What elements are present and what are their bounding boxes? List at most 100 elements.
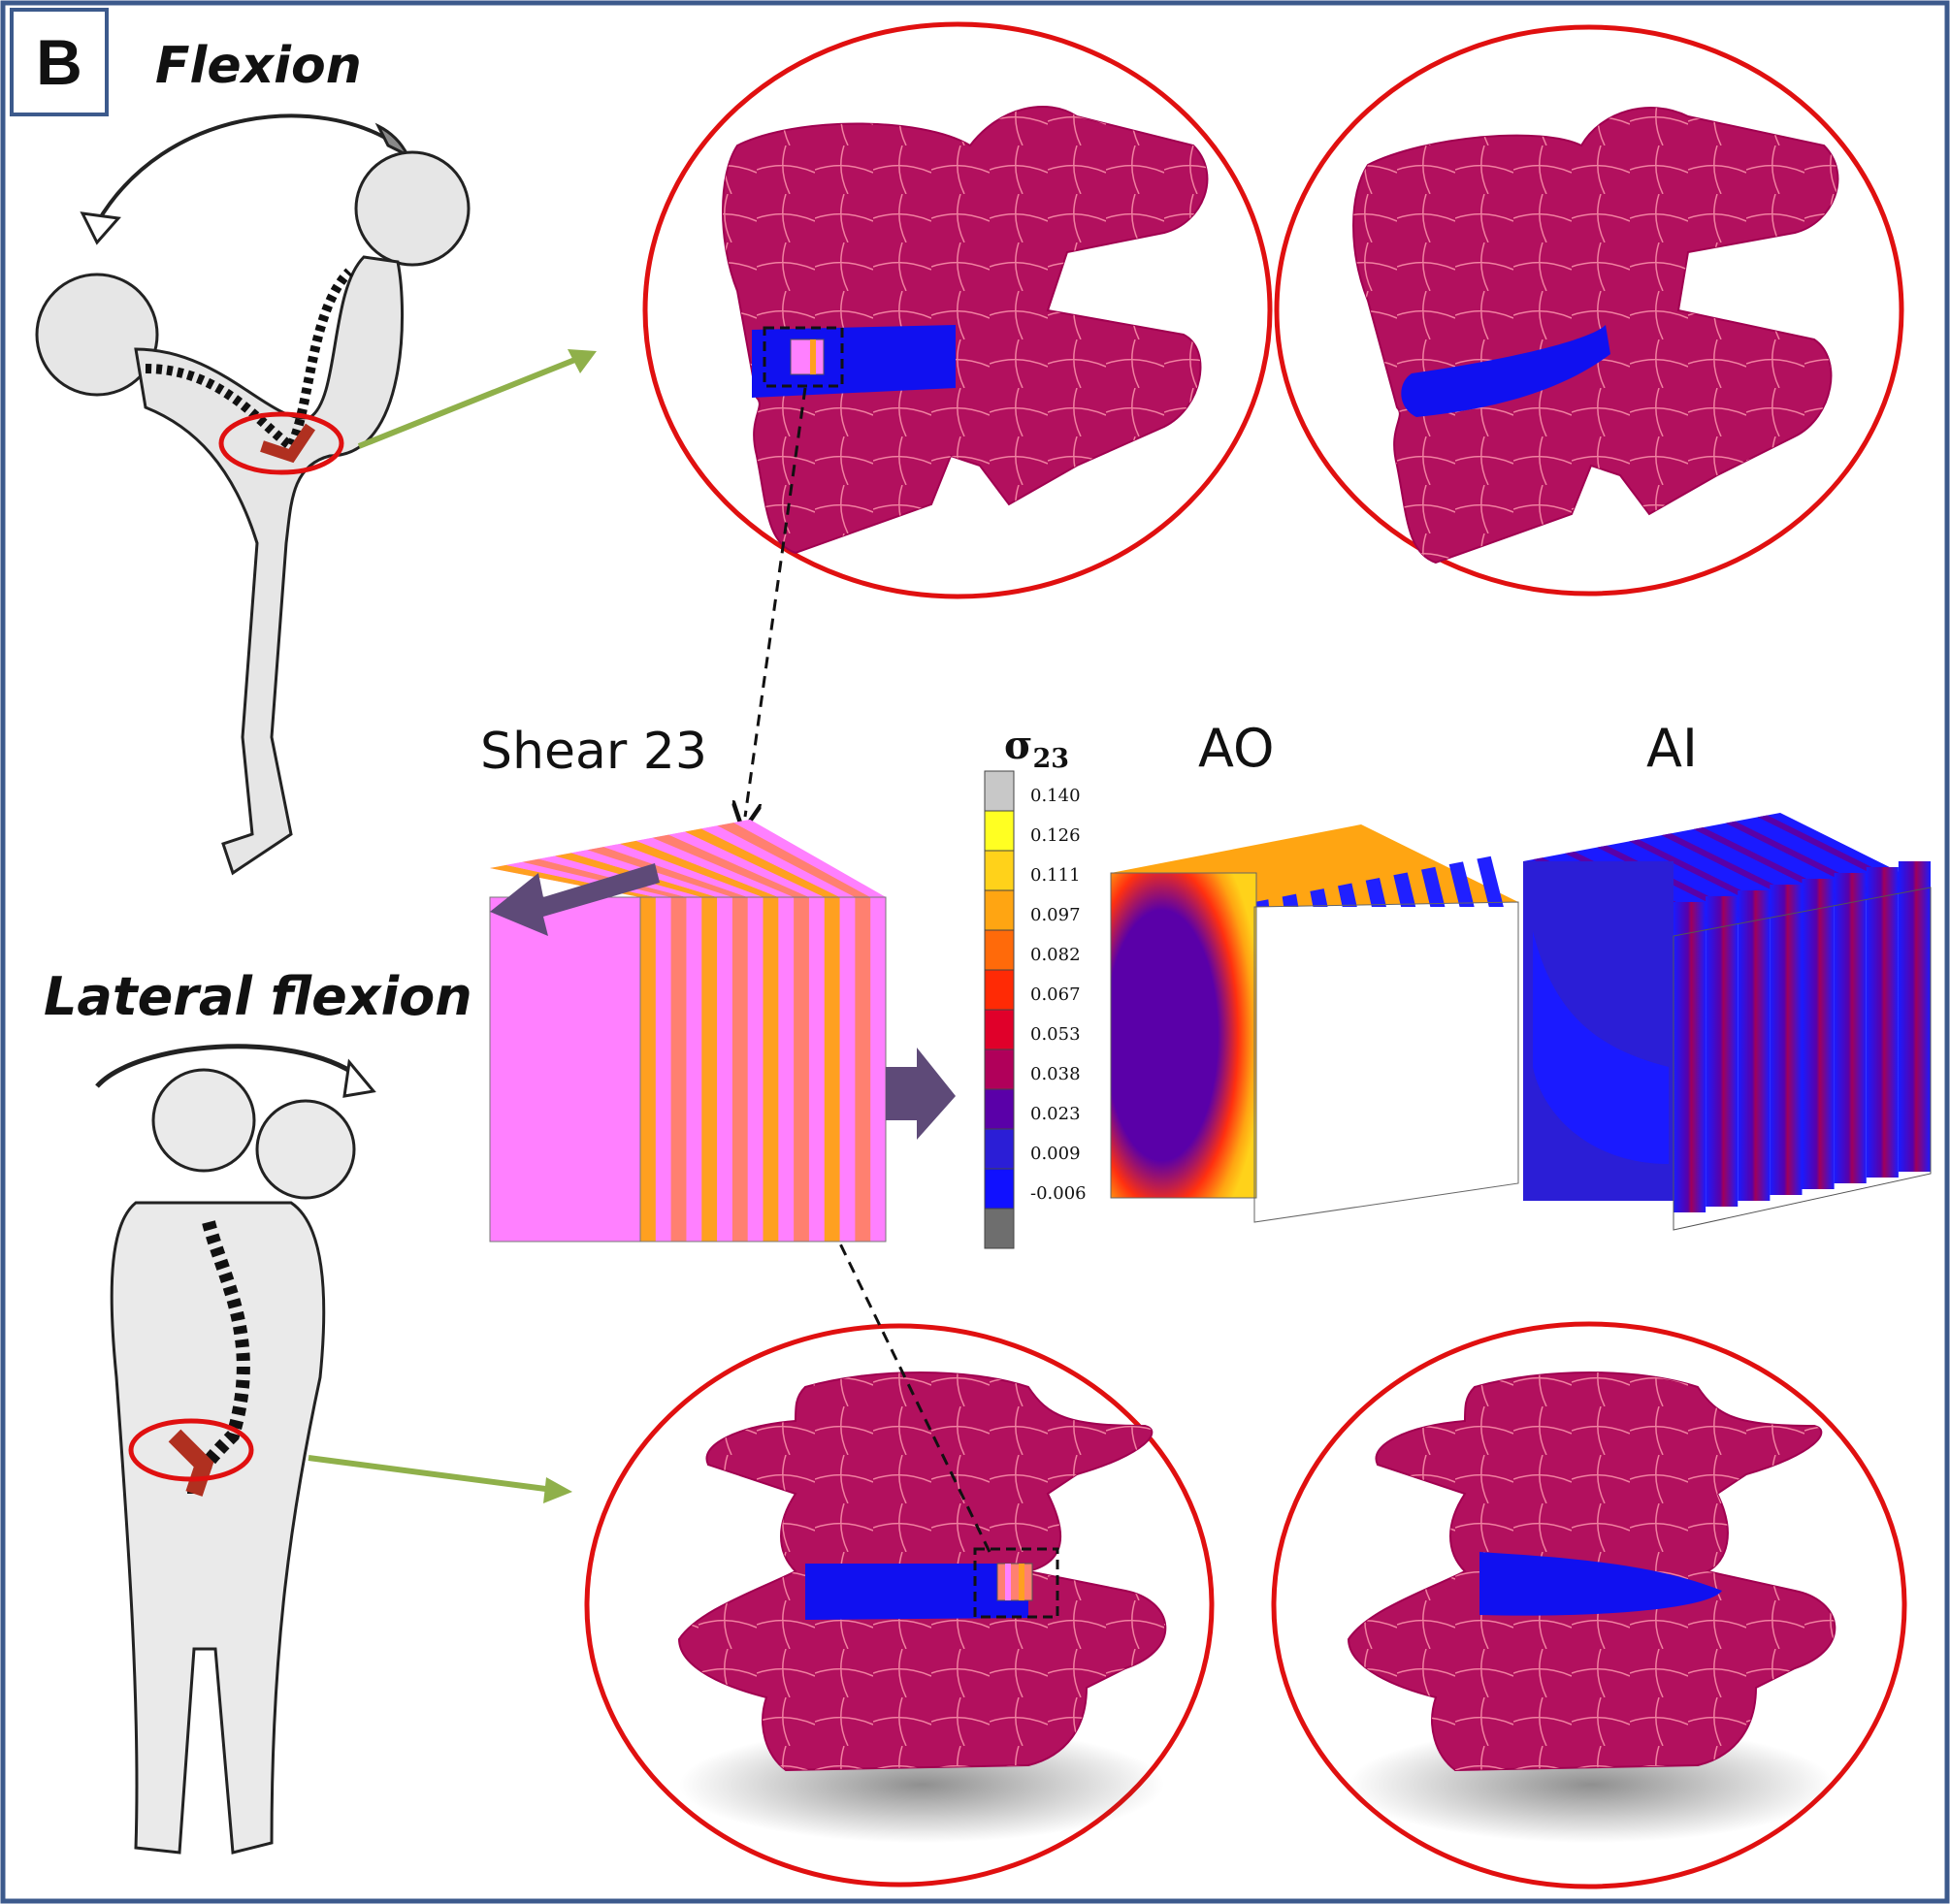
lateral-region-ellipse [128, 1418, 254, 1482]
ai-stress-cube [1523, 813, 1932, 1231]
legend-swatch [984, 770, 1015, 812]
ai-side-stripe [1738, 890, 1771, 1201]
legend-value: 0.082 [1030, 945, 1081, 965]
cube-side-stripe [640, 897, 657, 1242]
cube-top-stripe [522, 858, 687, 897]
cube-side-stripe [763, 897, 779, 1242]
cube-side-stripe [655, 897, 672, 1242]
cube-top-stripe [603, 844, 764, 897]
cube-side-stripe [731, 897, 749, 1242]
ai-side-stripe [1770, 885, 1803, 1195]
shear-arrow-top [490, 863, 660, 936]
cube-side-stripe [747, 897, 764, 1242]
legend-swatch [984, 850, 1015, 891]
legend-value: 0.023 [1030, 1104, 1081, 1124]
cube-side-stripe [839, 897, 856, 1242]
cube-side-stripe [686, 897, 702, 1242]
lateral-flexion-title: Lateral flexion [44, 966, 472, 1027]
legend-value: 0.009 [1030, 1144, 1081, 1164]
sigma-subscript: 23 [1032, 744, 1070, 774]
legend-value: 0.126 [1030, 825, 1081, 846]
legend-value: 0.097 [1030, 905, 1081, 925]
ai-side-stripe [1866, 867, 1899, 1178]
cube-side-stripe [794, 897, 810, 1242]
ao-top-stripe [1448, 861, 1475, 907]
disc-br [1479, 1552, 1722, 1616]
cube-top-stripe [685, 828, 840, 897]
element-box-bl [973, 1547, 1059, 1619]
ai-side-stripe [1674, 902, 1706, 1212]
vertebra-flexion-ai [1274, 24, 1904, 597]
cube-side-stripe [670, 897, 687, 1242]
disc-tr [1401, 325, 1610, 417]
cube-top-stripe [620, 840, 779, 897]
legend-swatch [984, 1168, 1015, 1210]
lateral-green-arrow [308, 1455, 554, 1493]
cube-top-stripe [733, 820, 886, 897]
ao-top-stripe [1365, 878, 1386, 907]
legend-swatch [984, 1208, 1015, 1249]
cube-top-stripe [668, 831, 825, 897]
cube-side-stripe [717, 897, 733, 1242]
ao-top-stripe [1421, 866, 1446, 907]
ao-top-stripe [1282, 893, 1299, 907]
legend-swatch [984, 1009, 1015, 1050]
flexion-green-arrow [357, 354, 584, 449]
ao-top-stripe [1477, 855, 1504, 907]
dashed-arrow-top [745, 387, 807, 817]
vertebra-lateral-ao [584, 1323, 1215, 1888]
cube-top-stripe [652, 834, 809, 897]
vertebra-lateral-ai [1271, 1321, 1907, 1889]
legend-swatch [984, 929, 1015, 971]
cube-top-stripe [717, 823, 871, 897]
cube-side-stripe [701, 897, 718, 1242]
sigma23-color-legend [984, 770, 1015, 1249]
legend-swatch [984, 810, 1015, 852]
cube-front-face [489, 896, 641, 1242]
cube-side-stripe [824, 897, 841, 1242]
ai-side-stripe [1802, 879, 1835, 1189]
legend-value: 0.067 [1030, 984, 1081, 1005]
cube-side-stripe [870, 897, 887, 1242]
legend-value: 0.111 [1030, 865, 1081, 886]
cube-side-stripe [808, 897, 826, 1242]
ao-top-stripe [1393, 872, 1416, 907]
sigma-symbol: σ [1004, 723, 1033, 768]
cube-top-stripe [635, 837, 795, 897]
legend-swatch [984, 1128, 1015, 1170]
legend-swatch [984, 889, 1015, 931]
panel-letter: B [10, 8, 109, 116]
legend-value: 0.053 [1030, 1024, 1081, 1045]
ao-stress-cube [1110, 824, 1519, 1223]
flexion-body-illustration [35, 113, 471, 876]
shear-arrow-right [886, 1048, 956, 1140]
flexion-motion-arrow [95, 113, 400, 225]
legend-swatch [984, 969, 1015, 1011]
sigma-title: σ23 [1004, 723, 1069, 774]
disc-bl [805, 1564, 1028, 1620]
cube-side-stripe [778, 897, 795, 1242]
flexion-title: Flexion [155, 37, 362, 95]
legend-value: 0.140 [1030, 786, 1081, 806]
cube-side-stripe [855, 897, 871, 1242]
legend-value: 0.038 [1030, 1064, 1081, 1084]
flexion-region-ellipse [218, 411, 344, 475]
ao-top-stripe [1338, 883, 1357, 907]
cube-top-stripe [700, 825, 856, 897]
legend-value: -0.006 [1030, 1183, 1087, 1204]
lateral-flexion-body-illustration [95, 1044, 376, 1855]
cube-top-stripe [587, 847, 748, 897]
ao-top-stripe [1254, 899, 1270, 907]
ai-title: AI [1646, 718, 1698, 779]
dashed-arrow-bottom [823, 1208, 991, 1553]
legend-swatch [984, 1049, 1015, 1090]
vertebra-flexion-ao [642, 21, 1273, 599]
ao-front-face [1111, 873, 1256, 1198]
ao-title: AO [1198, 718, 1275, 779]
shear-cube [489, 820, 956, 1242]
ao-top-stripe [1310, 888, 1328, 907]
ai-side-stripe [1706, 896, 1739, 1207]
